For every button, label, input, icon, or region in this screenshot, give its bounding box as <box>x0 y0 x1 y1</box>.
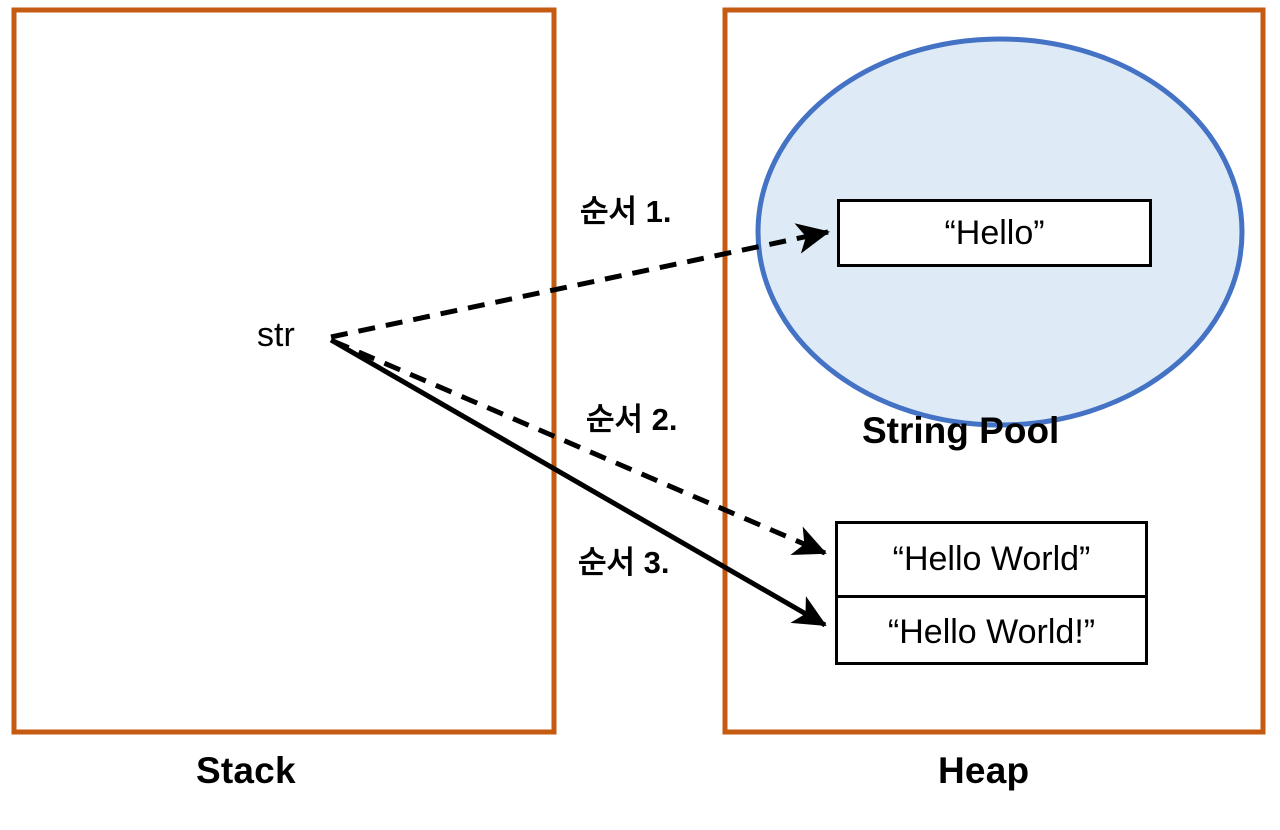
heap-object-value-2: “Hello World!” <box>887 612 1096 651</box>
heap-object-row: “Hello World!” <box>838 595 1145 666</box>
string-pool-entry-box: “Hello” <box>837 199 1152 267</box>
arrow-step-1 <box>330 223 830 340</box>
string-pool-title: String Pool <box>862 410 1060 451</box>
heap-region-title: Heap <box>938 750 1030 791</box>
heap-object-box: “Hello World” “Hello World!” <box>835 521 1148 665</box>
heap-object-value-1: “Hello World” <box>892 540 1091 578</box>
stack-region-rect <box>11 7 557 735</box>
stack-variable-str: str <box>257 316 295 354</box>
string-pool-entry-value: “Hello” <box>944 213 1045 252</box>
arrow-step-3 <box>329 337 827 628</box>
arrow-label-step-1: 순서 1. <box>580 194 672 229</box>
arrow-label-step-3: 순서 3. <box>578 545 670 580</box>
arrow-label-step-2: 순서 2. <box>586 402 678 437</box>
heap-object-row: “Hello World” <box>838 524 1145 595</box>
stack-region-title: Stack <box>196 750 296 791</box>
arrow-step-2 <box>332 338 827 556</box>
